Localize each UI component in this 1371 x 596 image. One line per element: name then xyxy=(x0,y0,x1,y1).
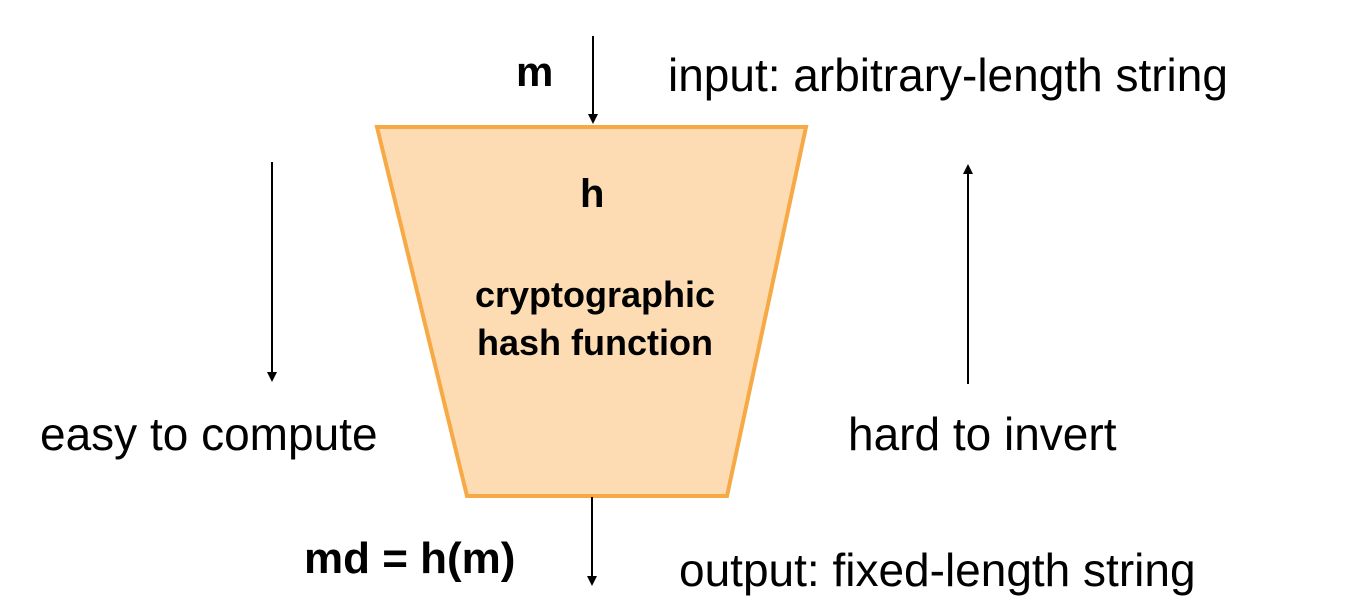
function-symbol-label: h xyxy=(580,172,605,216)
easy-to-compute-label: easy to compute xyxy=(40,408,378,460)
hard-to-invert-label: hard to invert xyxy=(848,408,1117,460)
output-description-label: output: fixed-length string xyxy=(679,544,1196,596)
hash-function-funnel xyxy=(374,125,809,498)
function-name-label: cryptographic hash function xyxy=(400,271,790,366)
function-name-line-1: cryptographic xyxy=(474,274,716,315)
output-variable-label: md = h(m) xyxy=(304,534,516,583)
input-variable-label: m xyxy=(516,48,554,95)
function-name-line-2: hash function xyxy=(477,321,713,363)
input-description-label: input: arbitrary-length string xyxy=(668,49,1228,101)
